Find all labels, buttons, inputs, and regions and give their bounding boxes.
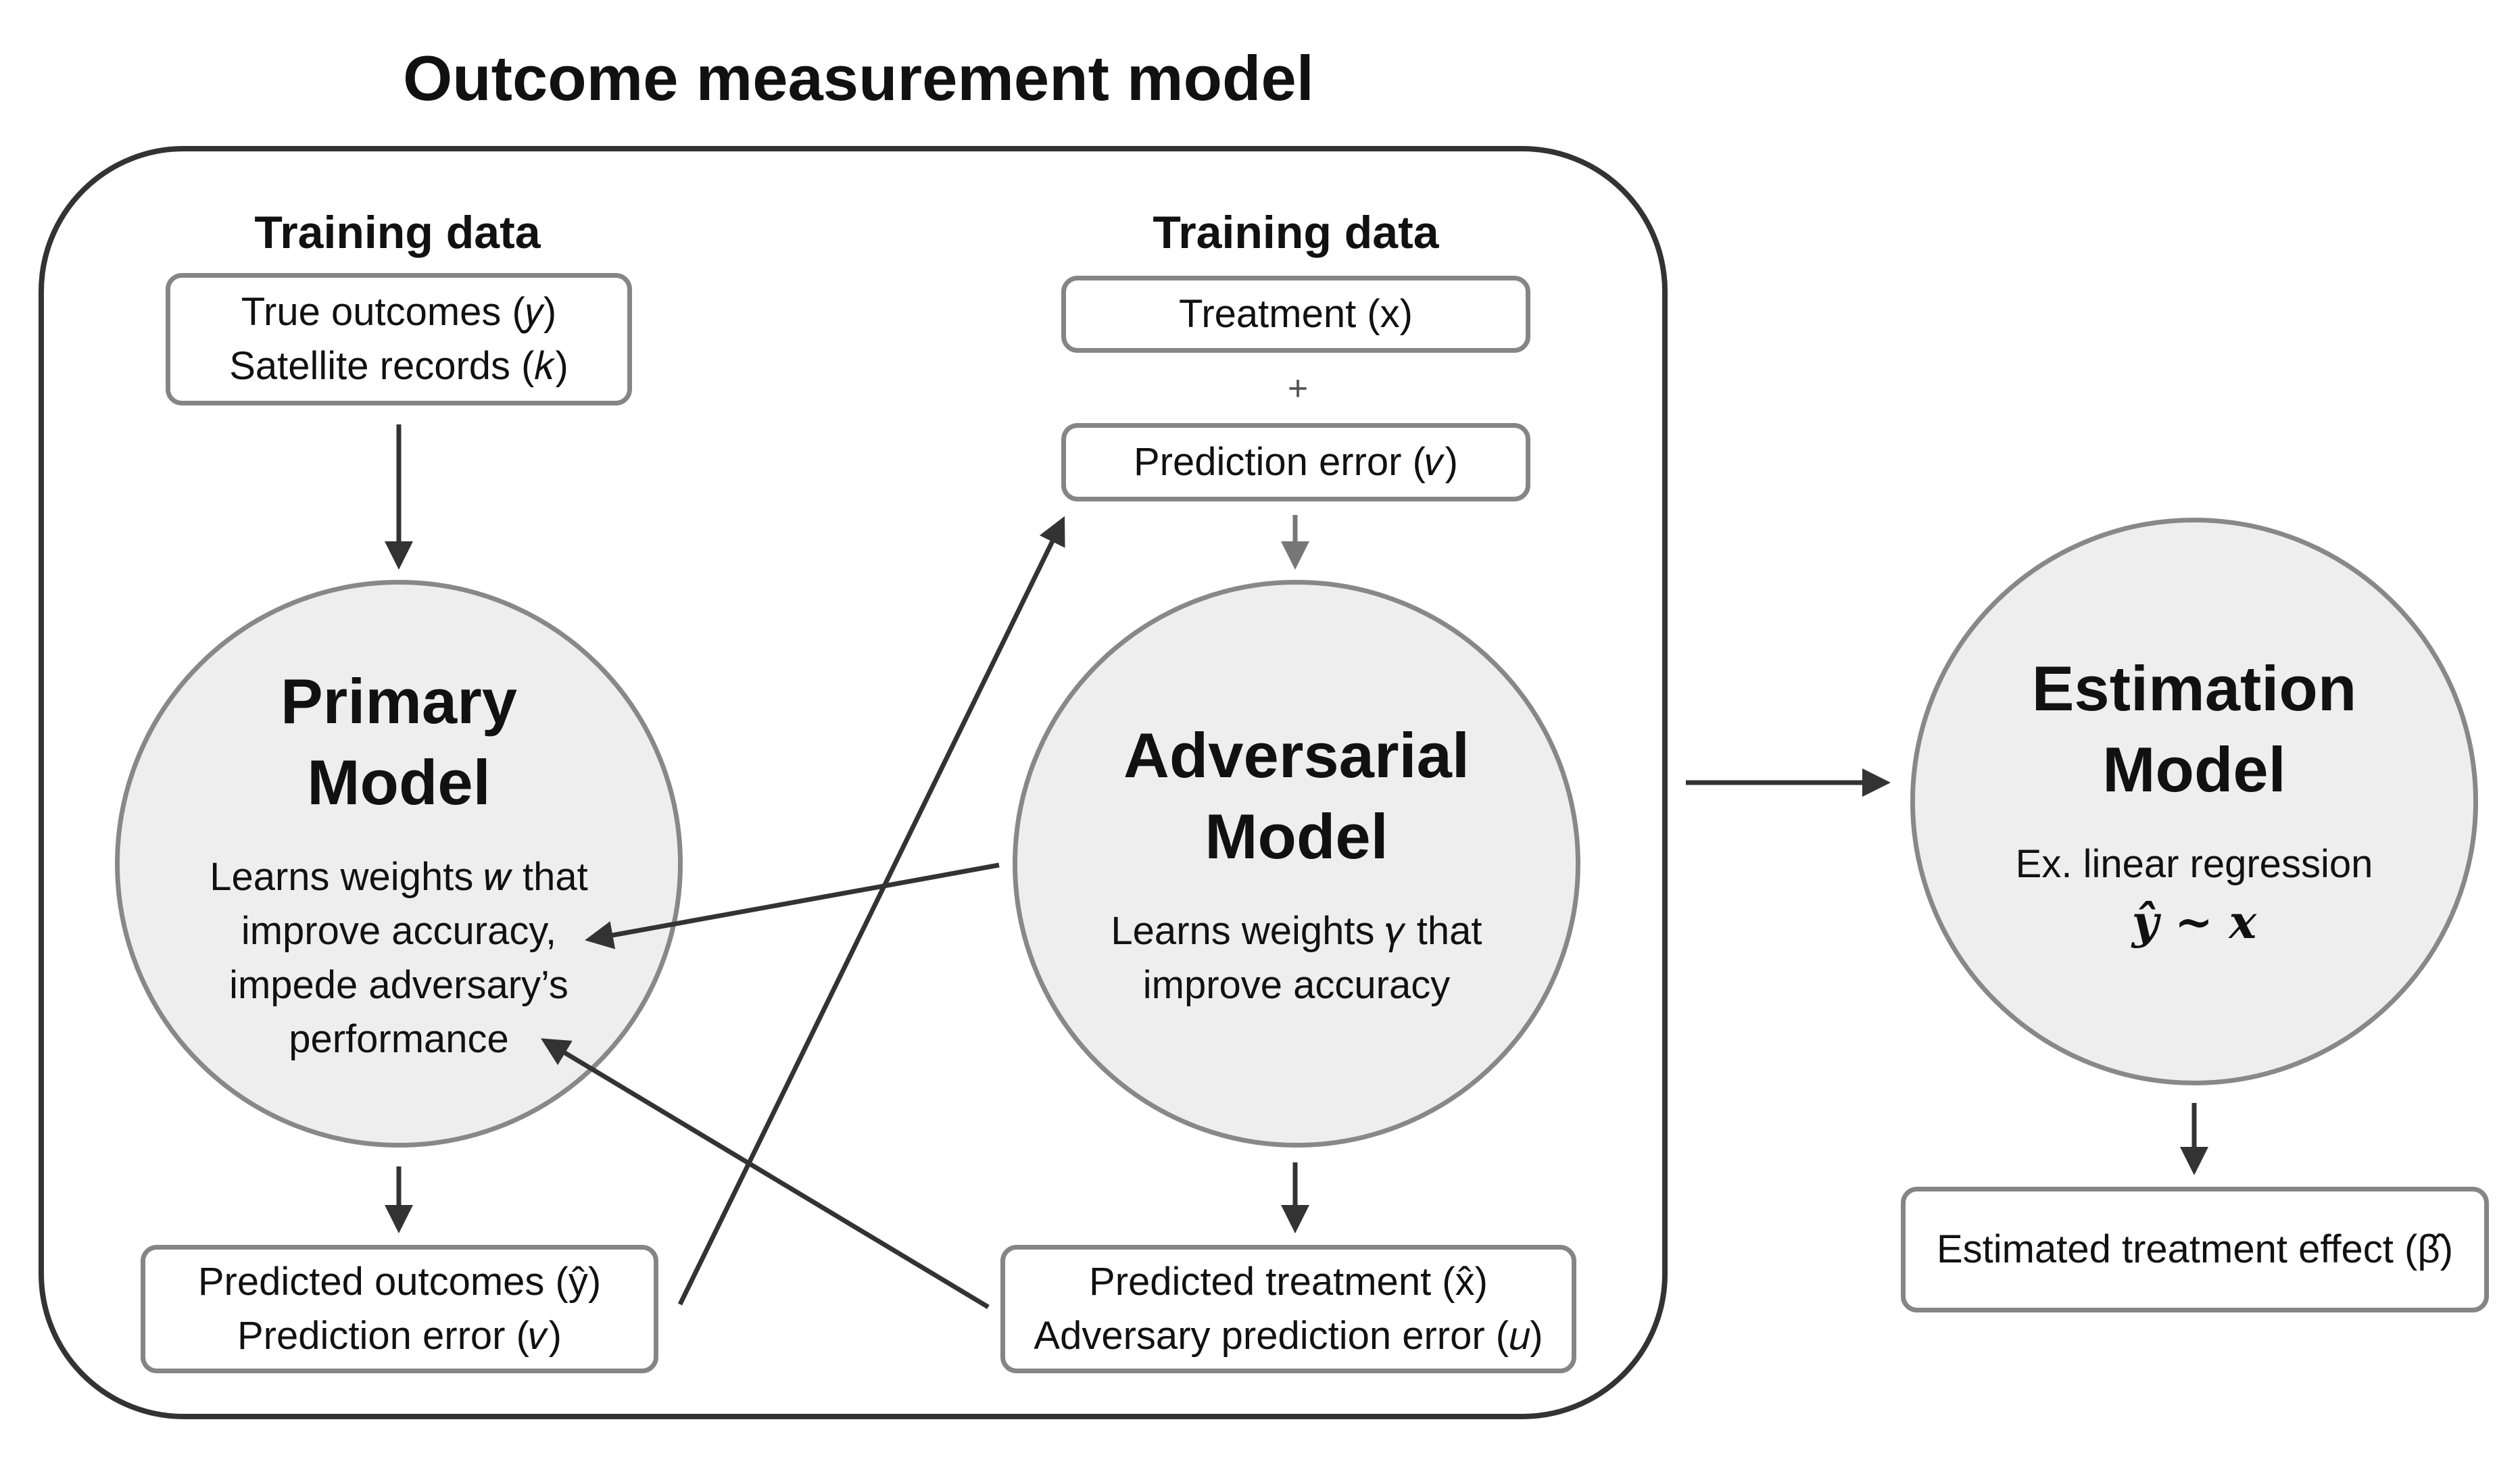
right-training-data-label: Training data (1153, 207, 1439, 258)
primary-model-circle: Primary Model Learns weights 𝑤 that impr… (115, 580, 683, 1148)
diagram-title: Outcome measurement model (403, 43, 1314, 114)
adversarial-model-desc-line2: improve accuracy (1142, 963, 1451, 1008)
training-inputs-box: True outcomes (𝑦) Satellite records (𝑘) (166, 273, 632, 405)
arrow-adversary-output-to-primary (540, 1038, 990, 1310)
primary-model-desc-line2: improve accuracy, (241, 909, 557, 954)
adversarial-model-title-line1: Adversarial (1123, 719, 1470, 791)
predicted-outcomes-text: Predicted outcomes (ŷ) (197, 1259, 602, 1304)
adversarial-model-title: Adversarial Model (1123, 715, 1470, 878)
adversarial-model-title-line2: Model (1205, 800, 1388, 872)
satellite-records-text: Satellite records (𝑘) (229, 344, 568, 388)
estimation-model-desc-line1: Ex. linear regression (2015, 842, 2373, 887)
regression-formula: ŷ ~ x (2131, 895, 2257, 950)
primary-model-desc-line3: impede adversary’s (229, 963, 568, 1008)
primary-model-title-line1: Primary (280, 665, 518, 737)
primary-model-description: Learns weights 𝑤 that improve accuracy, … (210, 850, 588, 1066)
arrow-adversarial-to-primary (585, 862, 1000, 950)
adversary-prediction-error-text: Adversary prediction error (𝑢) (1034, 1314, 1543, 1358)
estimation-model-title-line2: Model (2102, 734, 2286, 806)
prediction-error-text: Prediction error (𝜈) (1134, 439, 1458, 484)
left-training-data-label: Training data (254, 207, 541, 258)
adversarial-model-description: Learns weights 𝛾 that improve accuracy (1111, 904, 1482, 1012)
treatment-box: Treatment (x) (1061, 276, 1530, 353)
estimation-model-title-line1: Estimation (2031, 652, 2357, 724)
outcome-measurement-container (39, 146, 1668, 1419)
adversarial-model-desc-line1: Learns weights 𝛾 that (1111, 909, 1482, 954)
treatment-text: Treatment (x) (1179, 291, 1413, 336)
estimation-output-box: Estimated treatment effect (β̂) (1901, 1187, 2489, 1312)
primary-model-desc-line4: performance (289, 1017, 509, 1062)
predicted-treatment-text: Predicted treatment (x̂) (1089, 1259, 1488, 1304)
true-outcomes-text: True outcomes (𝑦) (241, 289, 557, 334)
primary-model-title-line2: Model (307, 746, 491, 818)
estimation-model-title: Estimation Model (2032, 648, 2357, 811)
adversarial-model-circle: Adversarial Model Learns weights 𝛾 that … (1013, 580, 1580, 1148)
primary-model-title: Primary Model (281, 661, 517, 824)
arrow-primary-output-to-prediction-error (677, 516, 1065, 1306)
plus-sign: + (1287, 369, 1309, 408)
prediction-error-box: Prediction error (𝜈) (1061, 423, 1530, 501)
adversary-output-box: Predicted treatment (x̂) Adversary predi… (1000, 1245, 1576, 1373)
primary-model-desc-line1: Learns weights 𝑤 that (210, 855, 588, 900)
primary-output-box: Predicted outcomes (ŷ) Prediction error … (141, 1245, 658, 1373)
estimation-model-description: Ex. linear regression ŷ ~ x (2016, 837, 2373, 955)
primary-prediction-error-text: Prediction error (𝜈) (237, 1314, 562, 1358)
estimated-treatment-effect-text: Estimated treatment effect (β̂) (1936, 1227, 2454, 1271)
estimation-model-circle: Estimation Model Ex. linear regression ŷ… (1910, 518, 2478, 1085)
